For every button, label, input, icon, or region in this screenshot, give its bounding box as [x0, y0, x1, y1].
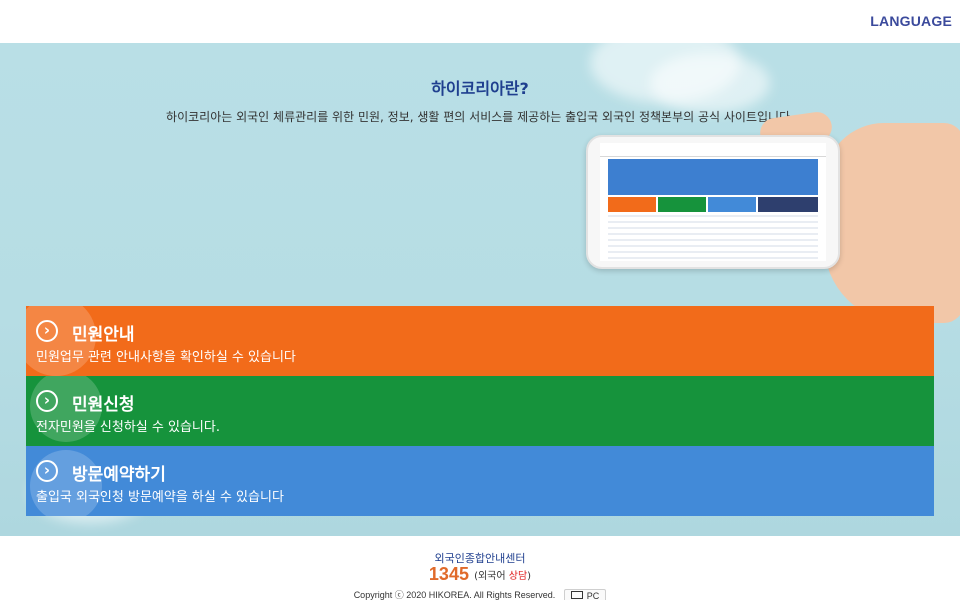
call-center-number[interactable]: 1345 [428, 564, 469, 584]
copyright-row: Copyright ⓒ 2020 HIKOREA. All Rights Res… [0, 588, 960, 600]
call-center-note: (외국어 상담) [474, 571, 532, 582]
menu-description: 민원업무 관련 안내사항을 확인하실 수 있습니다 [36, 350, 296, 365]
language-link[interactable]: LANGUAGE [870, 13, 952, 29]
menu-visit-reservation[interactable]: › 방문예약하기 출입국 외국인청 방문예약을 하실 수 있습니다 [26, 446, 934, 516]
hero-subtitle: 하이코리아는 외국인 체류관리를 위한 민원, 정보, 생활 편의 서비스를 제… [166, 110, 794, 124]
call-center-row: 1345 (외국어 상담) [0, 564, 960, 585]
menu-civil-apply[interactable]: › 민원신청 전자민원을 신청하실 수 있습니다. [26, 376, 934, 446]
footer: 외국인종합안내센터 1345 (외국어 상담) Copyright ⓒ 2020… [0, 536, 960, 600]
screen-tile [658, 197, 706, 212]
menu-title: 방문예약하기 [72, 465, 166, 485]
screen-tile [608, 197, 656, 212]
menu-title: 민원신청 [72, 395, 135, 415]
pc-label: PC [586, 590, 600, 600]
hero-title: 하이코리아란? [431, 79, 529, 98]
call-center-label: 외국인종합안내센터 [434, 552, 526, 565]
screen-tile [708, 197, 756, 212]
chevron-right-circle-icon: › [36, 320, 58, 342]
phone-screen [600, 143, 826, 261]
cloud-decoration [650, 53, 770, 113]
screen-header [600, 143, 826, 157]
screen-content [608, 215, 818, 259]
menu-description: 출입국 외국인청 방문예약을 하실 수 있습니다 [36, 490, 284, 505]
top-bar: LANGUAGE [0, 0, 960, 43]
screen-tile [758, 197, 818, 212]
chevron-right-circle-icon: › [36, 390, 58, 412]
consult-highlight: 상담 [508, 571, 528, 582]
screen-banner [608, 159, 818, 195]
pc-version-button[interactable]: PC [563, 588, 607, 600]
phone-illustration [578, 103, 960, 353]
menu-civil-guide[interactable]: › 민원안내 민원업무 관련 안내사항을 확인하실 수 있습니다 [26, 306, 934, 376]
copyright-text: Copyright ⓒ 2020 HIKOREA. All Rights Res… [353, 590, 556, 600]
menu-description: 전자민원을 신청하실 수 있습니다. [36, 420, 220, 435]
hand-palm [824, 123, 960, 323]
menu-title: 민원안내 [72, 325, 135, 345]
chevron-right-circle-icon: › [36, 460, 58, 482]
monitor-icon [570, 591, 583, 600]
